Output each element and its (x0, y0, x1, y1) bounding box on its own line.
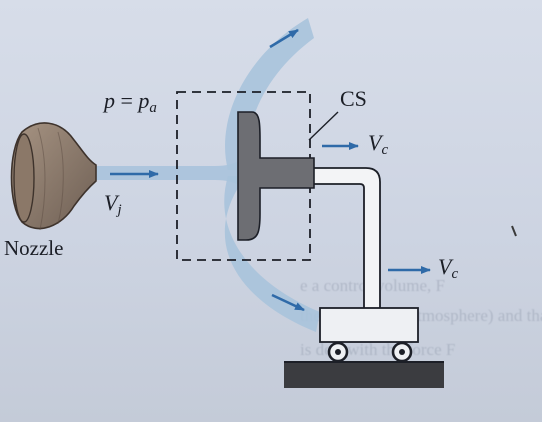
vc-bottom-subscript: c (451, 266, 459, 283)
stray-mark (511, 225, 517, 237)
cs-leader-line (308, 111, 339, 141)
upper-flow-arrow (269, 28, 299, 49)
lower-flow-arrow (271, 293, 305, 312)
cs-label: CS (340, 86, 367, 111)
nozzle-label: Nozzle (4, 236, 64, 260)
vc-top-subscript: c (381, 142, 389, 159)
deflected-sheet-lower (224, 176, 320, 332)
pressure-equals: = (120, 88, 133, 113)
pressure-lhs: p (104, 88, 115, 113)
vane (237, 111, 315, 241)
vj-symbol: V (104, 190, 118, 215)
jet-stream (95, 160, 240, 186)
nozzle-inlet (13, 133, 35, 223)
vc-top-symbol: V (368, 130, 382, 155)
cart-wheel-right (391, 341, 413, 363)
vj-subscript: j (117, 202, 122, 219)
vc-top-label: Vc (368, 130, 388, 159)
cart-body (319, 307, 419, 343)
vj-label: Vj (104, 190, 122, 219)
pressure-subscript: a (149, 100, 157, 117)
pressure-rhs: p (138, 88, 150, 113)
vc-bottom-label: Vc (438, 254, 458, 283)
cart-wheel-left (327, 341, 349, 363)
pressure-label: p = pa (104, 88, 157, 117)
ground-surface (284, 362, 444, 388)
vc-bottom-symbol: V (438, 254, 452, 279)
